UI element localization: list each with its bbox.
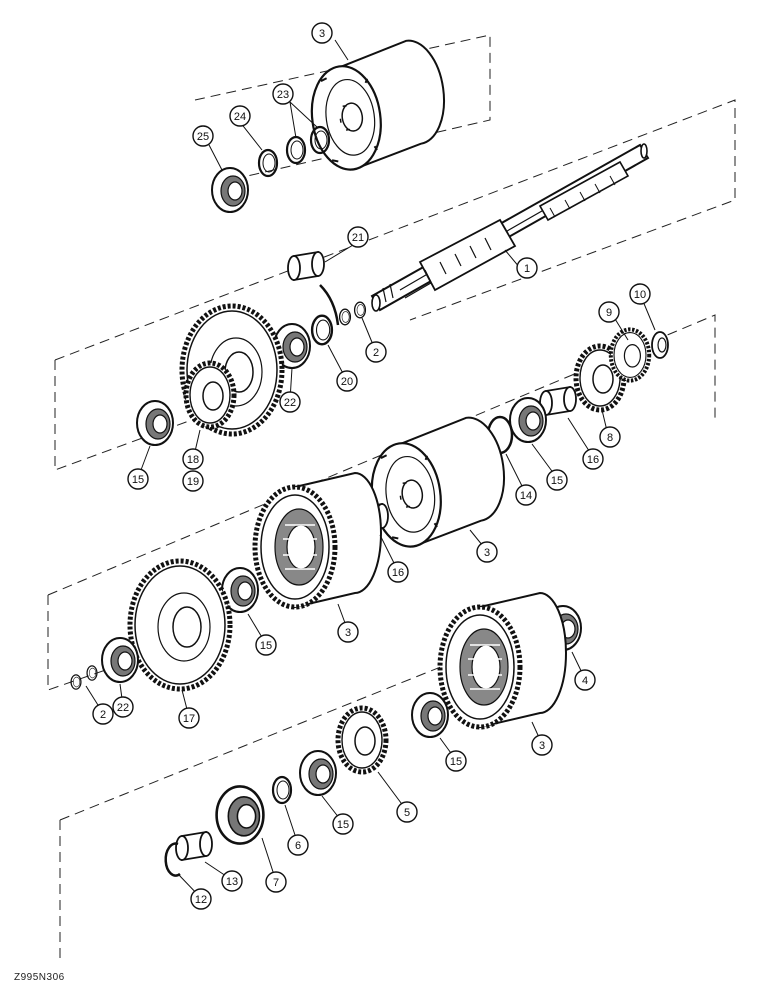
svg-text:23: 23: [277, 89, 289, 101]
callout-13: 13: [221, 870, 243, 892]
svg-text:16: 16: [392, 567, 404, 579]
bearing-7: [215, 785, 265, 845]
bearing-15d: [411, 692, 449, 738]
callout-24: 24: [229, 105, 251, 127]
svg-text:16: 16: [587, 454, 599, 466]
ring-20: [310, 314, 334, 346]
bearing-25: [211, 167, 249, 213]
svg-text:22: 22: [117, 702, 129, 714]
sleeve-21: [287, 251, 325, 281]
sleeve-13: [175, 831, 213, 861]
callout-12: 12: [190, 888, 212, 910]
callout-3d: 3: [531, 734, 553, 756]
svg-text:15: 15: [132, 474, 144, 486]
callout-25: 25: [192, 125, 214, 147]
callout-8: 8: [599, 426, 621, 448]
callout-17: 17: [178, 707, 200, 729]
gear-17: [130, 561, 230, 689]
svg-text:4: 4: [582, 675, 588, 687]
washer-2a: [338, 308, 352, 326]
snap-ring-12: [164, 842, 181, 877]
gear-19: [186, 363, 234, 427]
main-shaft: [370, 143, 650, 312]
svg-text:9: 9: [606, 307, 612, 319]
callout-15c: 15: [255, 634, 277, 656]
washer-2b: [353, 301, 367, 319]
callout-3a: 3: [311, 22, 333, 44]
callout-15d: 15: [445, 750, 467, 772]
bearing-15e: [299, 750, 337, 796]
svg-text:3: 3: [319, 28, 325, 40]
callout-22b: 22: [112, 696, 134, 718]
callout-15e: 15: [332, 813, 354, 835]
callout-9: 9: [598, 301, 620, 323]
callout-23: 23: [272, 83, 294, 105]
ring-23a: [285, 135, 307, 165]
svg-text:20: 20: [341, 376, 353, 388]
figure-code: Z995N306: [14, 972, 65, 983]
ring-24: [257, 148, 279, 178]
callout-16a: 16: [582, 448, 604, 470]
assembly-outline-shaft: [54, 99, 736, 471]
svg-text:2: 2: [100, 709, 106, 721]
svg-text:5: 5: [404, 807, 410, 819]
snap-ring-21: [319, 284, 340, 326]
svg-text:24: 24: [234, 111, 246, 123]
gear-9: [611, 329, 649, 380]
callout-15a: 15: [127, 468, 149, 490]
callout-22a: 22: [279, 391, 301, 413]
callout-16b: 16: [387, 561, 409, 583]
svg-text:3: 3: [484, 547, 490, 559]
collar-10: [651, 331, 669, 359]
callout-21: 21: [347, 226, 369, 248]
callout-19: 19: [182, 470, 204, 492]
svg-text:15: 15: [337, 819, 349, 831]
bearing-15b: [509, 397, 547, 443]
svg-text:19: 19: [187, 476, 199, 488]
svg-text:13: 13: [226, 876, 238, 888]
svg-text:8: 8: [607, 432, 613, 444]
svg-text:25: 25: [197, 131, 209, 143]
callout-10: 10: [629, 283, 651, 305]
callout-2b: 2: [92, 703, 114, 725]
svg-text:2: 2: [373, 347, 379, 359]
svg-text:21: 21: [352, 232, 364, 244]
svg-text:15: 15: [551, 475, 563, 487]
clutch-drum-middle: [362, 412, 514, 553]
ring-6: [271, 775, 293, 805]
svg-text:22: 22: [284, 397, 296, 409]
svg-text:3: 3: [345, 627, 351, 639]
callout-7: 7: [265, 871, 287, 893]
svg-text:6: 6: [295, 840, 301, 852]
clutch-pack-middle: [255, 473, 381, 607]
svg-text:7: 7: [273, 877, 279, 889]
svg-text:3: 3: [539, 740, 545, 752]
clutch-drum-top: [302, 35, 454, 176]
svg-text:10: 10: [634, 289, 646, 301]
callout-4: 4: [574, 669, 596, 691]
gear-5: [338, 708, 386, 772]
svg-text:14: 14: [520, 490, 532, 502]
callout-15b: 15: [546, 469, 568, 491]
clutch-pack-lower: [440, 593, 566, 727]
callout-20: 20: [336, 370, 358, 392]
bearing-22b: [101, 637, 139, 683]
callout-3b: 3: [476, 541, 498, 563]
callout-1: 1: [516, 257, 538, 279]
svg-text:18: 18: [187, 454, 199, 466]
svg-text:15: 15: [450, 756, 462, 768]
callout-5: 5: [396, 801, 418, 823]
svg-text:1: 1: [524, 263, 530, 275]
callout-6: 6: [287, 834, 309, 856]
svg-text:12: 12: [195, 894, 207, 906]
callout-14: 14: [515, 484, 537, 506]
svg-text:15: 15: [260, 640, 272, 652]
bearing-15a: [136, 400, 174, 446]
callout-18: 18: [182, 448, 204, 470]
callout-2a: 2: [365, 341, 387, 363]
svg-text:17: 17: [183, 713, 195, 725]
callout-3c: 3: [337, 621, 359, 643]
